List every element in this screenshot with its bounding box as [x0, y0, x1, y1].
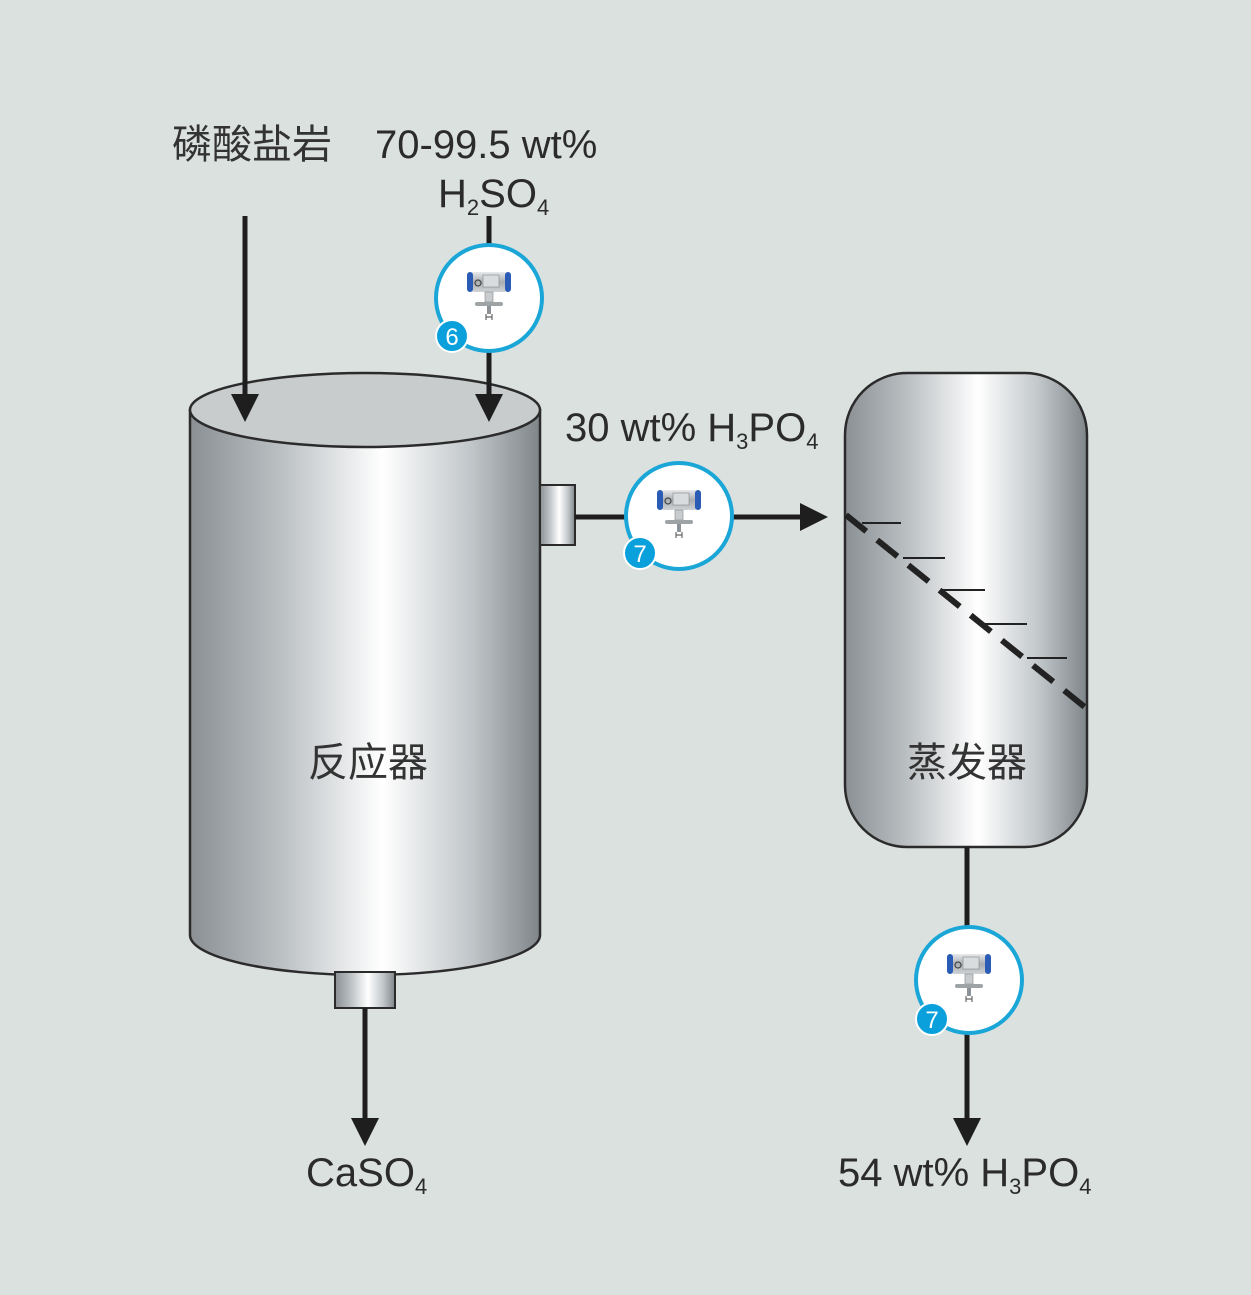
- badge: [435, 319, 469, 353]
- arrowheads: [231, 394, 981, 1146]
- sensor-7-intermediate[interactable]: 7: [623, 461, 734, 571]
- packing-trays: [862, 522, 1067, 659]
- intermediate-stream-label: 30 wt% H3PO4: [565, 406, 818, 454]
- formula-sub: 4: [415, 1174, 427, 1199]
- product-label: 54 wt% H3PO4: [838, 1151, 1091, 1199]
- acid-concentration-label: 70-99.5 wt%: [375, 123, 597, 167]
- phosphate-rock-label: 磷酸盐岩: [172, 122, 332, 168]
- formula-part: 30 wt% H: [565, 406, 736, 450]
- acid-formula-label: H2SO4: [438, 172, 549, 220]
- side-outlet-nozzle: [539, 484, 576, 546]
- formula-sub: 4: [806, 429, 818, 454]
- reactor-vessel: 反应器: [188, 371, 576, 1009]
- arrow-product-icon: [953, 1118, 981, 1146]
- byproduct-label: CaSO4: [306, 1151, 427, 1199]
- badge: [915, 1002, 949, 1036]
- badge: [623, 536, 657, 570]
- formula-part: H: [438, 172, 467, 216]
- bottom-outlet-nozzle: [334, 971, 396, 1009]
- sensor-number: 6: [445, 324, 458, 351]
- arrow-rock-icon: [231, 394, 259, 422]
- packing-dashed-line: [844, 512, 1088, 711]
- formula-sub: 4: [537, 195, 549, 220]
- evaporator-vessel: 蒸发器: [843, 371, 1089, 849]
- sensor-7-product[interactable]: 7: [914, 925, 1024, 1036]
- sensor-number: 7: [633, 541, 646, 568]
- reactor-label: 反应器: [308, 740, 428, 786]
- formula-part: SO: [479, 172, 537, 216]
- sensor-6[interactable]: 6: [434, 243, 544, 353]
- formula-part: CaSO: [306, 1151, 415, 1195]
- formula-sub: 3: [1009, 1174, 1021, 1199]
- arrow-to-evaporator-icon: [800, 503, 828, 531]
- formula-sub: 3: [736, 429, 748, 454]
- formula-part: PO: [748, 406, 806, 450]
- formula-part: 54 wt% H: [838, 1151, 1009, 1195]
- evaporator-label: 蒸发器: [907, 740, 1027, 786]
- sensor-number: 7: [925, 1007, 938, 1034]
- formula-sub: 4: [1079, 1174, 1091, 1199]
- arrow-acid-icon: [475, 394, 503, 422]
- formula-sub: 2: [467, 195, 479, 220]
- formula-part: PO: [1021, 1151, 1079, 1195]
- arrow-caso4-icon: [351, 1118, 379, 1146]
